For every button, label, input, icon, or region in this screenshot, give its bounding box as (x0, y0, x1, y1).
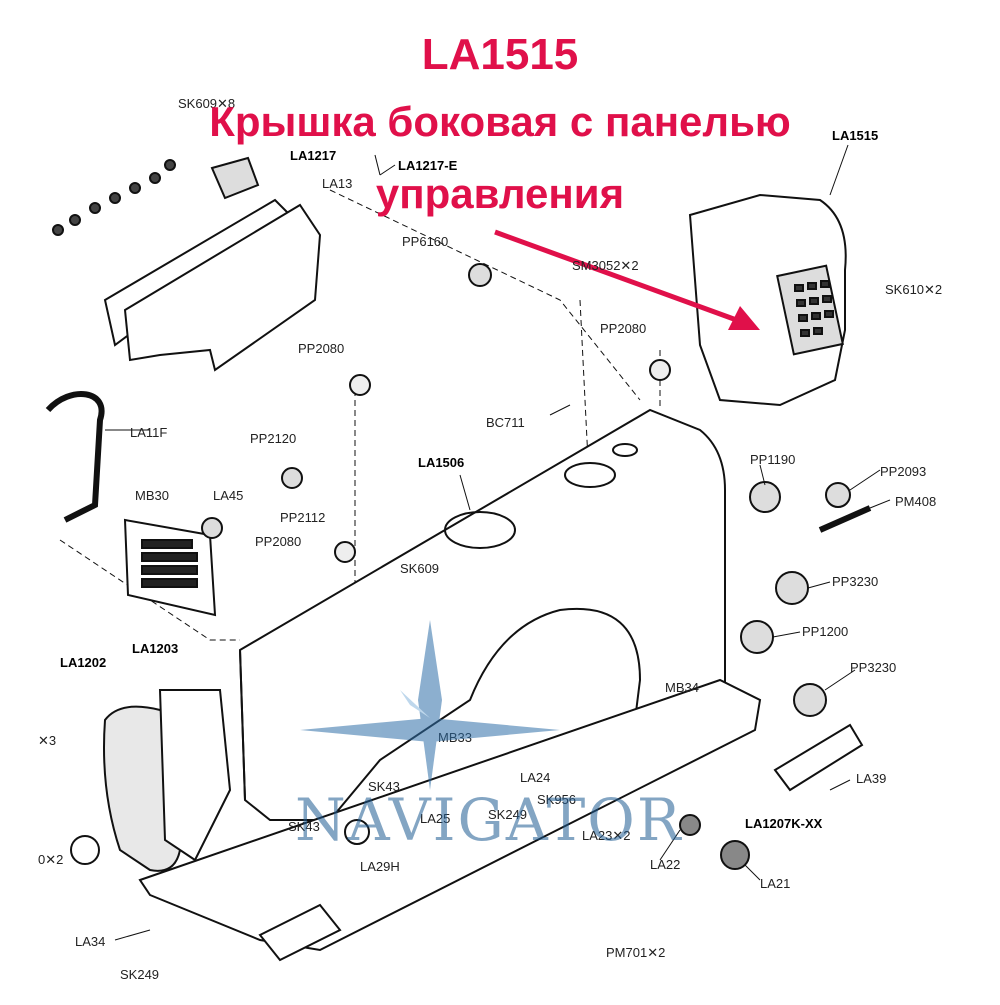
handle-la11f (45, 391, 105, 523)
label-plate-text (141, 539, 198, 588)
label-x3: ✕3 (38, 733, 56, 748)
label-la22: LA22 (650, 857, 680, 872)
label-x2: 0✕2 (38, 852, 63, 867)
control-panel-keys (794, 280, 834, 337)
label-pp1190: PP1190 (750, 452, 795, 467)
label-pm408: PM408 (895, 494, 936, 509)
screw-row (52, 159, 176, 236)
label-la1506: LA1506 (418, 455, 464, 470)
label-bc711: BC711 (486, 415, 525, 430)
label-sk609x8: SK609✕8 (178, 96, 235, 111)
arm-hole-top (564, 462, 616, 488)
arm-opening (444, 511, 516, 549)
label-la1217: LA1217 (290, 148, 336, 163)
label-sm3052x2: SM3052✕2 (572, 258, 639, 273)
part-pp2080-c (334, 541, 356, 563)
label-mb34: MB34 (665, 680, 699, 695)
label-la25: LA25 (420, 811, 450, 826)
label-sk43-a: SK43 (368, 779, 400, 794)
label-la1202: LA1202 (60, 655, 106, 670)
part-pp3230-b (793, 683, 827, 717)
label-sk43-b: SK43 (288, 819, 320, 834)
label-pp1200: PP1200 (802, 624, 848, 639)
part-pp2080-a (349, 374, 371, 396)
label-la24: LA24 (520, 770, 550, 785)
label-pp2093: PP2093 (880, 464, 926, 479)
title-code: LA1515 (421, 30, 579, 79)
part-pp1200 (740, 620, 774, 654)
part-pp2080-b (649, 359, 671, 381)
part-o-ring (70, 835, 100, 865)
label-la13: LA13 (322, 176, 352, 191)
title-line-2: управления (375, 170, 625, 217)
label-la29h: LA29H (360, 859, 400, 874)
part-la22 (679, 814, 701, 836)
label-pp2120: PP2120 (250, 431, 296, 446)
label-la34: LA34 (75, 934, 105, 949)
part-pp2093 (825, 482, 851, 508)
part-labels: SK609✕8 LA1217 LA1217-E LA13 LA1515 PP61… (38, 96, 942, 982)
label-la1203: LA1203 (132, 641, 178, 656)
label-pp3230-a: PP3230 (832, 574, 878, 589)
part-la21 (720, 840, 750, 870)
label-pp6160: PP6160 (402, 234, 448, 249)
part-la1207k (773, 723, 864, 792)
diagram-linework (45, 144, 891, 962)
pointer-arrow (494, 229, 760, 330)
bed-plate-foot (258, 903, 342, 962)
label-la45: LA45 (213, 488, 243, 503)
label-la1217e: LA1217-E (398, 158, 458, 173)
dashed-guides (59, 189, 661, 641)
watermark-text: NAVIGATOR (295, 786, 683, 854)
arm-hole-small (612, 443, 638, 457)
label-sk249-b: SK249 (120, 967, 159, 982)
leader-lines (105, 144, 891, 941)
label-la1515: LA1515 (832, 128, 878, 143)
part-pm408 (818, 505, 872, 533)
title-line-1: Крышка боковая с панелью (209, 98, 791, 145)
label-pp3230-b: PP3230 (850, 660, 896, 675)
part-la45 (201, 517, 223, 539)
label-pp2080-a: PP2080 (298, 341, 344, 356)
label-pp2080-b: PP2080 (600, 321, 646, 336)
part-la29h (344, 819, 370, 845)
arm-body-la1506 (238, 408, 726, 821)
part-pp1190 (749, 481, 781, 513)
label-mb30: MB30 (135, 488, 169, 503)
compass-star-watermark (300, 620, 560, 790)
bed-plate (138, 678, 762, 952)
cover-plate-la1217 (123, 203, 322, 372)
part-pp3230-a (775, 571, 809, 605)
label-la23x2: LA23✕2 (582, 828, 630, 843)
label-pp2112: PP2112 (280, 510, 325, 525)
part-pp6160 (468, 263, 492, 287)
bracket-part (210, 156, 260, 200)
label-sk249-a: SK249 (488, 807, 527, 822)
label-sk609: SK609 (400, 561, 439, 576)
label-sk610x2: SK610✕2 (885, 282, 942, 297)
label-la11f: LA11F (130, 425, 167, 440)
label-la39: LA39 (856, 771, 886, 786)
arm-front-edge (239, 649, 246, 801)
part-pp2120 (281, 467, 303, 489)
label-sk956: SK956 (537, 792, 576, 807)
label-la21: LA21 (760, 876, 790, 891)
label-la1207k: LA1207K-XX (745, 816, 823, 831)
label-pp2080-c: PP2080 (255, 534, 301, 549)
label-pm701x2: PM701✕2 (606, 945, 665, 960)
side-cover-la1203 (158, 689, 232, 862)
